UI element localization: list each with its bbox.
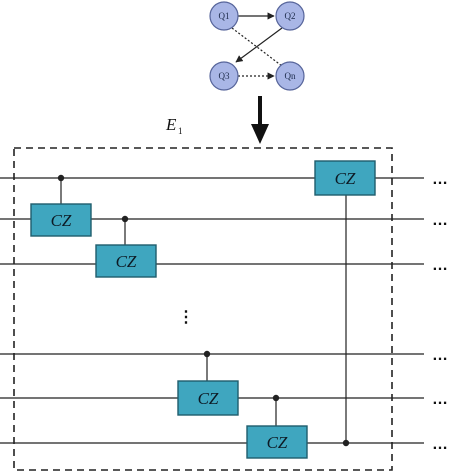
- control-dot: [121, 215, 129, 223]
- node-q3-label: Q3: [219, 71, 230, 81]
- region-box: [13, 147, 393, 471]
- row-ellipsis: …: [432, 436, 448, 453]
- node-q2-label: Q2: [285, 11, 296, 21]
- row-ellipsis: …: [432, 171, 448, 188]
- node-qn: Qn: [275, 61, 305, 91]
- cz-gate: CZ: [314, 160, 376, 196]
- row-ellipsis: …: [432, 257, 448, 274]
- region-label-main: E: [165, 115, 177, 134]
- down-arrow-icon: [251, 96, 269, 144]
- edge-q2-q3: [235, 27, 283, 63]
- cz-gates: CZ CZ CZ CZ CZ: [30, 160, 376, 459]
- edge-q1-qn: [231, 27, 283, 67]
- node-q3: Q3: [209, 61, 239, 91]
- cz-gate: CZ: [246, 425, 308, 459]
- cz-gate: CZ: [177, 380, 239, 416]
- node-q1-label: Q1: [219, 11, 230, 21]
- row-ellipses: … … … … … …: [432, 171, 448, 453]
- cz-gate-label: CZ: [267, 433, 288, 452]
- control-dot: [57, 174, 65, 182]
- cz-gate-label: CZ: [198, 389, 219, 408]
- control-dot: [203, 350, 211, 358]
- region-label-subscript: 1: [178, 126, 183, 136]
- control-dot: [342, 439, 350, 447]
- vertical-ellipsis: ⋮: [178, 309, 194, 326]
- node-q1: Q1: [209, 1, 239, 31]
- row-ellipsis: …: [432, 212, 448, 229]
- control-dot: [272, 394, 280, 402]
- cz-gate-label: CZ: [51, 211, 72, 230]
- cz-gate-label: CZ: [335, 169, 356, 188]
- region-label: E 1: [165, 115, 183, 136]
- row-ellipsis: …: [432, 347, 448, 364]
- node-q2: Q2: [275, 1, 305, 31]
- control-connections: [57, 174, 350, 447]
- cz-gate-label: CZ: [116, 252, 137, 271]
- cz-gate: CZ: [30, 203, 92, 237]
- row-ellipsis: …: [432, 391, 448, 408]
- cz-gate: CZ: [95, 244, 157, 278]
- qubit-graph: Q1 Q2 Q3 Qn: [209, 1, 305, 91]
- node-qn-label: Qn: [285, 71, 296, 81]
